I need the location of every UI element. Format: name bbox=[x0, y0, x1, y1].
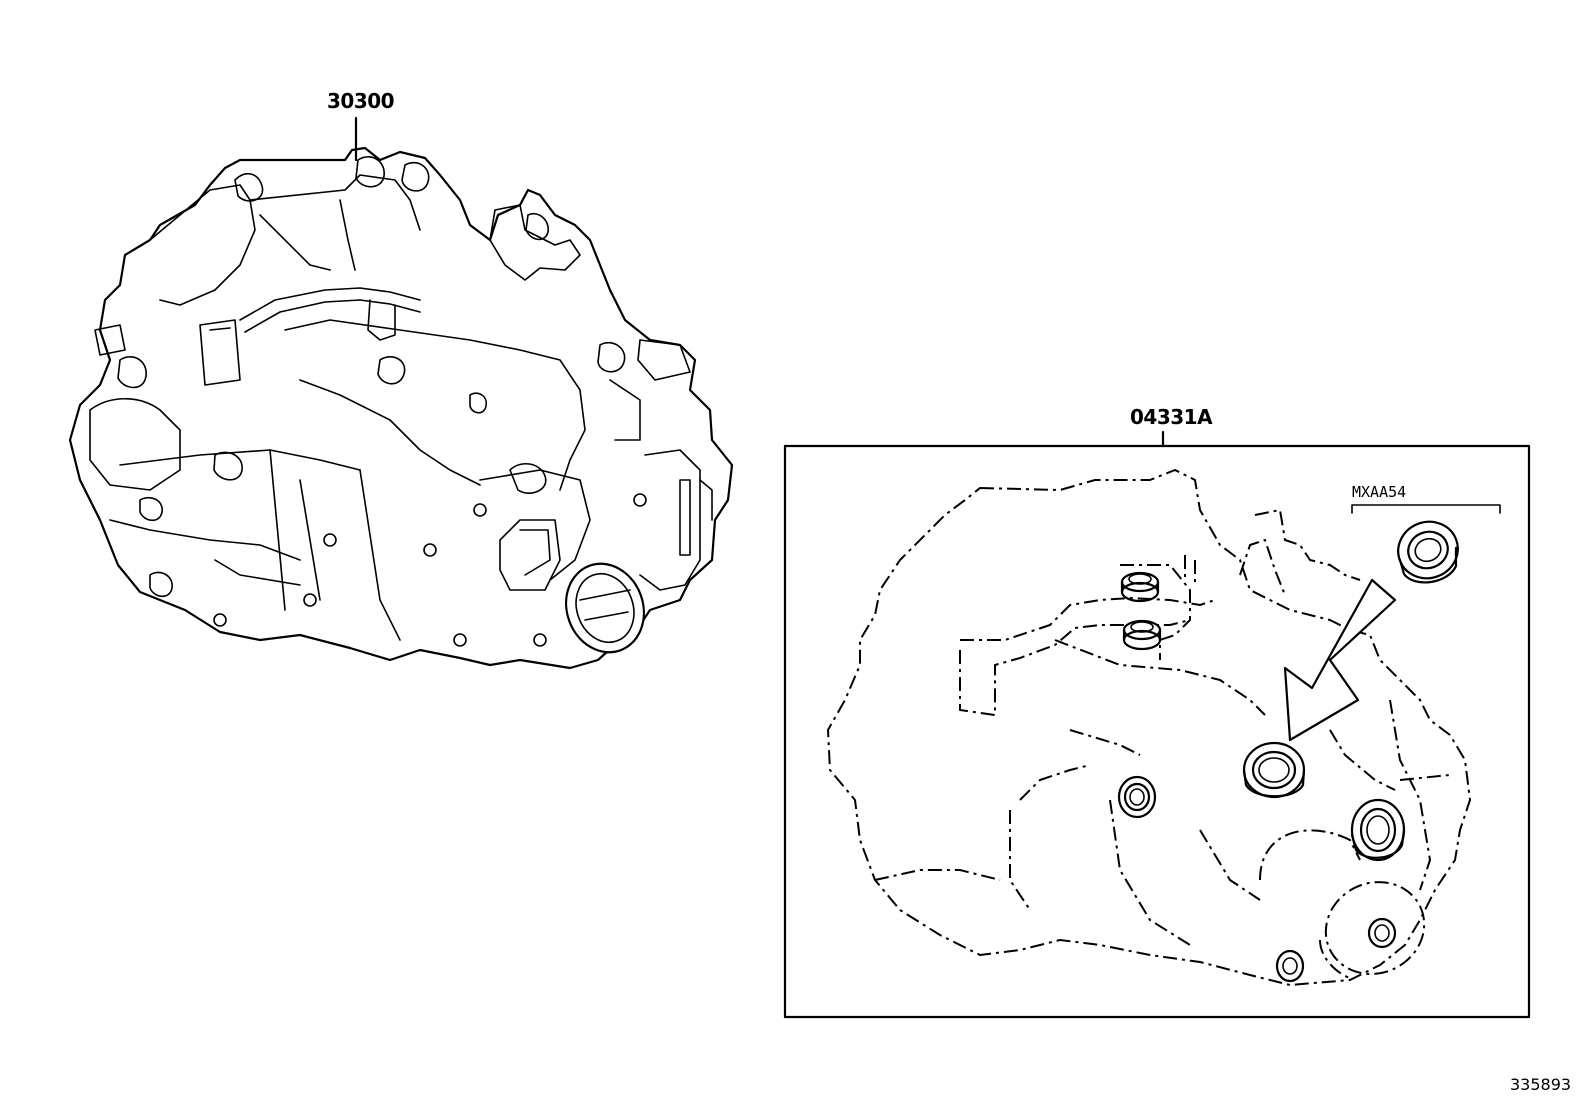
kit-box bbox=[783, 444, 1531, 1019]
oil-seal-set bbox=[1117, 571, 1406, 983]
kit-transmission-outline bbox=[827, 469, 1471, 986]
part-number-30300: 30300 bbox=[327, 89, 394, 113]
install-location-arrow bbox=[1283, 578, 1397, 742]
transmission-assembly-illustration bbox=[68, 146, 734, 670]
part-number-mxaa54: MXAA54 bbox=[1352, 483, 1406, 501]
part-number-04331a: 04331A bbox=[1130, 405, 1213, 429]
mxaa54-bracket bbox=[1351, 504, 1501, 514]
seal-mxaa54-illustration bbox=[1397, 520, 1459, 584]
illustration-code: 335893 bbox=[1510, 1075, 1571, 1094]
